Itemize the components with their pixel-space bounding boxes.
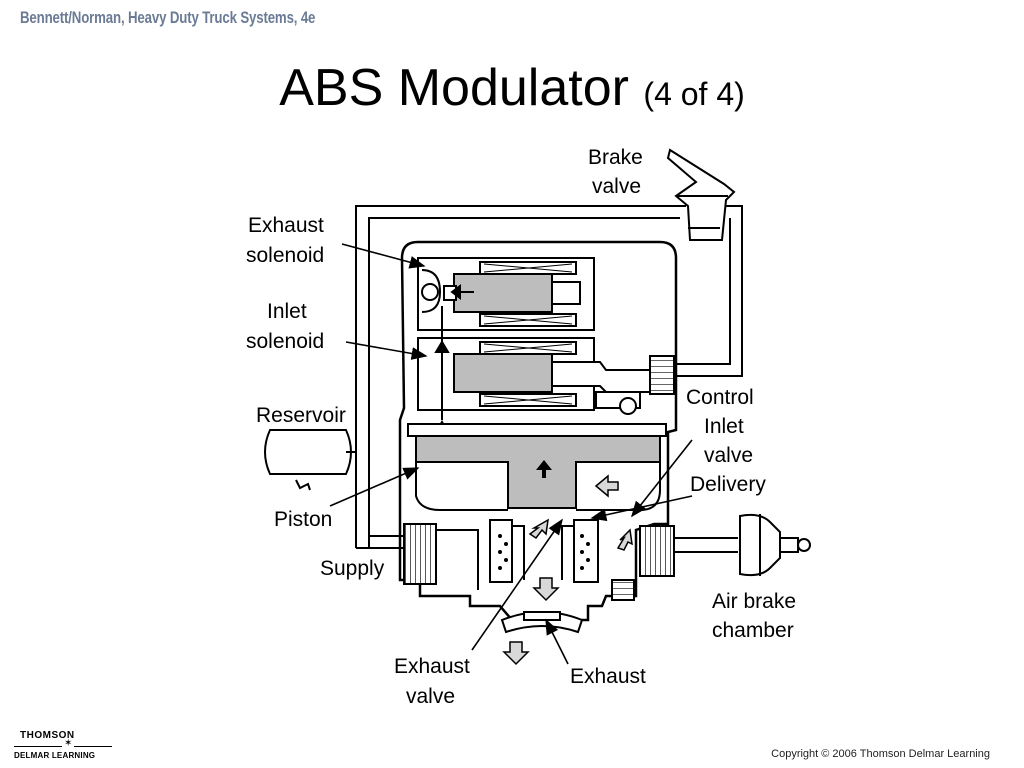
inlet-solenoid [417, 337, 661, 415]
air-brake-chamber [674, 513, 811, 577]
slide-title-suffix: (4 of 4) [643, 76, 745, 112]
exhaust-outlet [500, 611, 584, 634]
label-inlet-solenoid: Inlet [267, 300, 307, 323]
leader-lines [329, 243, 693, 665]
piston [407, 423, 667, 509]
label-inlet-valve: Inlet [704, 415, 744, 438]
supply-line [356, 535, 404, 549]
book-title: Bennett/Norman, Heavy Duty Truck Systems… [20, 8, 316, 27]
passage-arrows [434, 284, 474, 433]
label-reservoir: Reservoir [256, 404, 346, 427]
star-icon: ✶ [62, 738, 75, 749]
exhaust-solenoid [417, 257, 595, 331]
label-exhaust-solenoid: Exhaust [248, 214, 324, 237]
label-exhaust-valve: valve [406, 685, 455, 708]
label-piston: Piston [274, 508, 332, 531]
delivery-port [611, 525, 675, 601]
inlet-exhaust-valves [489, 519, 599, 583]
copyright-notice: Copyright © 2006 Thomson Delmar Learning [771, 748, 990, 760]
label-exhaust: Exhaust [570, 665, 646, 688]
label-delivery: Delivery [690, 473, 766, 496]
label-air-brake-chamber: Air brake [712, 590, 796, 613]
slide-title-main: ABS Modulator [279, 59, 629, 117]
supply-port [403, 523, 479, 590]
label-inlet-valve: valve [704, 444, 753, 467]
brake-valve [666, 148, 736, 241]
logo-line2: DELMAR LEARNING [14, 751, 96, 760]
label-supply: Supply [320, 557, 385, 580]
label-inlet-solenoid: solenoid [246, 330, 324, 353]
logo-divider: ✶ [14, 738, 124, 751]
label-brake-valve: valve [592, 175, 641, 198]
label-exhaust-valve: Exhaust [394, 655, 470, 678]
label-brake-valve: Brake [588, 146, 643, 169]
label-air-brake-chamber: chamber [712, 619, 794, 642]
logo-line1: THOMSON [20, 730, 75, 741]
label-exhaust-solenoid: solenoid [246, 244, 324, 267]
brake-valve-pipe [355, 205, 743, 548]
control-port-thread [649, 355, 675, 395]
slide-title: ABS Modulator (4 of 4) [0, 58, 1024, 118]
reservoir [264, 429, 356, 491]
label-control: Control [686, 386, 754, 409]
publisher-logo: THOMSON ✶ DELMAR LEARNING [14, 730, 124, 760]
